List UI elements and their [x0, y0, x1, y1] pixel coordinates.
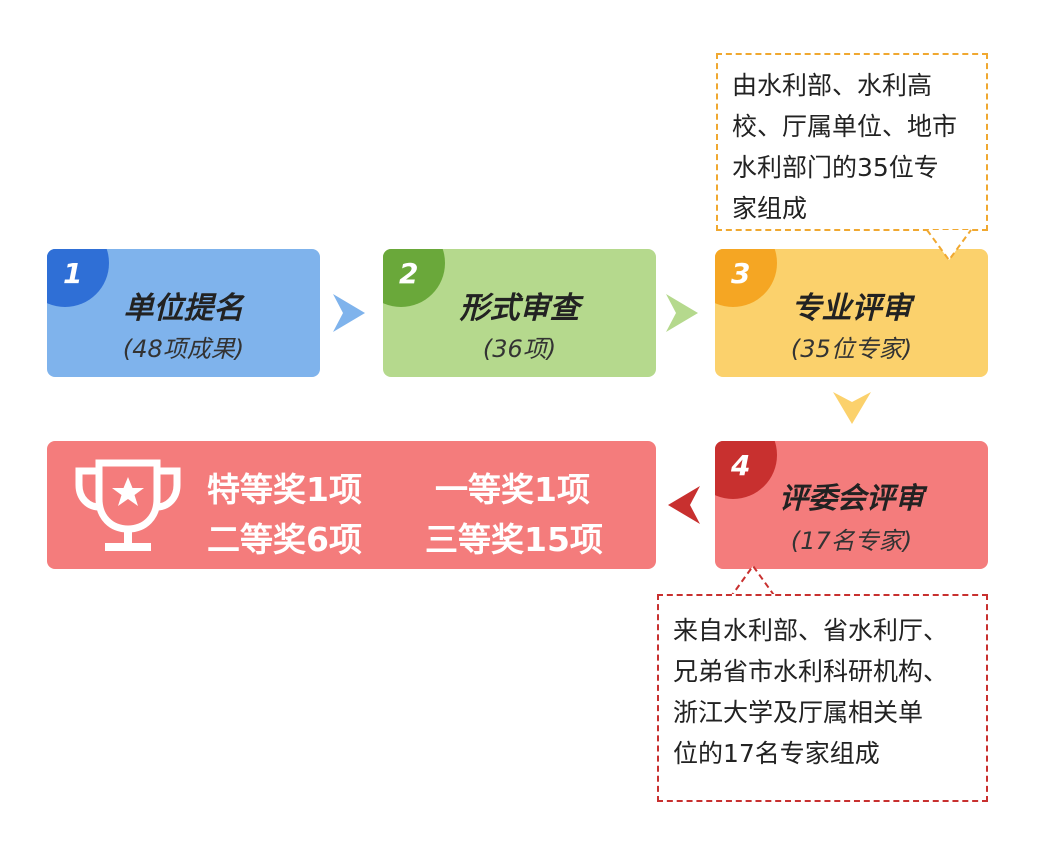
note-line: 位的17名专家组成 — [673, 739, 880, 768]
committee-note: 来自水利部、省水利厅、 兄弟省市水利科研机构、 浙江大学及厅属相关单 位的17名… — [657, 594, 988, 802]
step-title: 形式审查 — [459, 291, 580, 326]
step-subtitle: (35位专家) — [790, 335, 913, 363]
step-title: 专业评审 — [791, 291, 912, 326]
expert-panel-note: 由水利部、水利高 校、厅属单位、地市 水利部门的35位专 家组成 — [716, 53, 988, 231]
step-subtitle: (36项) — [482, 335, 557, 363]
award-results-panel: 特等奖1项 一等奖1项 二等奖6项 三等奖15项 — [47, 441, 656, 569]
arrow-down-icon — [833, 392, 871, 424]
award-second: 二等奖6项 — [207, 520, 362, 559]
note-line: 校、厅属单位、地市 — [732, 112, 958, 141]
step-number-badge: 1 — [47, 249, 109, 307]
arrow-left-icon — [668, 486, 700, 524]
step-title: 评委会评审 — [778, 481, 924, 515]
callout-pointer — [729, 564, 777, 599]
step-title: 单位提名 — [123, 291, 244, 326]
award-third: 三等奖15项 — [425, 520, 603, 559]
note-line: 水利部门的35位专 — [732, 153, 939, 182]
step-subtitle: (17名专家) — [790, 527, 913, 555]
arrow-right-icon — [333, 294, 365, 332]
step-formal-review: 2 形式审查 (36项) — [383, 249, 656, 377]
step-nomination: 1 单位提名 (48项成果) — [47, 249, 320, 377]
callout-pointer — [926, 229, 972, 262]
arrow-right-icon — [666, 294, 698, 332]
step-subtitle: (48项成果) — [122, 335, 245, 363]
step-number: 3 — [731, 257, 751, 290]
award-special: 特等奖1项 — [207, 470, 362, 509]
note-line: 家组成 — [732, 194, 808, 223]
step-expert-review: 3 专业评审 (35位专家) — [715, 249, 988, 377]
note-line: 兄弟省市水利科研机构、 — [673, 657, 949, 686]
step-committee-review: 4 评委会评审 (17名专家) — [715, 441, 988, 569]
step-number: 1 — [63, 257, 83, 290]
step-number-badge: 2 — [383, 249, 445, 307]
note-line: 浙江大学及厅属相关单 — [673, 698, 924, 727]
trophy-star-icon — [75, 459, 181, 551]
step-number: 2 — [399, 257, 419, 290]
step-number: 4 — [731, 449, 751, 482]
note-line: 来自水利部、省水利厅、 — [673, 616, 949, 645]
note-line: 由水利部、水利高 — [732, 71, 933, 100]
award-first: 一等奖1项 — [435, 470, 590, 509]
